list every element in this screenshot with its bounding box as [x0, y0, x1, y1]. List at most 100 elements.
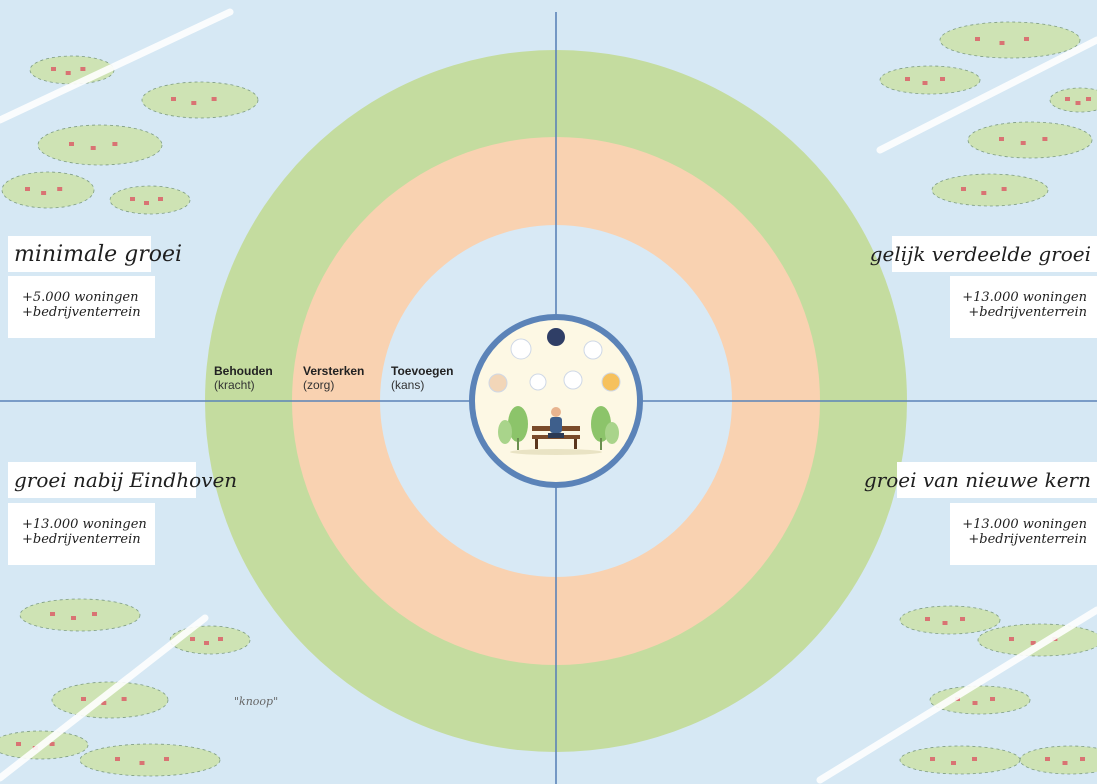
house-icon — [190, 637, 195, 641]
title-card-top-right: gelijk verdeelde groei — [870, 236, 1097, 272]
house-icon — [1045, 757, 1050, 761]
field-patch-icon — [939, 21, 1081, 59]
house-icon — [164, 757, 169, 761]
field-patch-icon — [977, 623, 1097, 657]
house-icon — [69, 142, 74, 146]
thought-bubble-icon — [601, 372, 621, 392]
field-patch-icon — [899, 745, 1021, 775]
house-icon — [121, 697, 127, 701]
ring-label-inner-sub: (kans) — [391, 378, 425, 392]
detail-card-bottom-right: +13.000 woningen +bedrijventerrein — [950, 503, 1097, 565]
scenario-detail-top-left: +5.000 woningen +bedrijventerrein — [22, 290, 141, 320]
thought-bubble-icon — [488, 373, 508, 393]
field-patch-icon — [899, 605, 1001, 635]
tree-icon — [508, 406, 528, 442]
house-icon — [1080, 757, 1085, 761]
thought-bubble-icon — [510, 338, 532, 360]
house-icon — [57, 187, 63, 191]
title-card-top-left: minimale groei — [8, 236, 182, 272]
house-icon — [50, 612, 55, 616]
road-top-left — [0, 8, 234, 124]
tree-trunk — [517, 438, 519, 450]
scenario-title-top-left: minimale groei — [14, 242, 183, 267]
thought-bubble-icon — [583, 340, 603, 360]
house-icon — [80, 67, 86, 71]
ring-label-outer-title: Behouden — [214, 364, 273, 378]
house-icon — [90, 146, 96, 150]
house-icon — [1009, 637, 1014, 641]
house-icon — [1020, 141, 1026, 145]
house-icon — [144, 201, 149, 205]
scenario-title-top-right: gelijk verdeelde groei — [869, 242, 1091, 266]
thought-bubble-icon — [547, 328, 565, 346]
title-card-bottom-left: groei nabij Eindhoven — [8, 462, 237, 498]
ring-label-middle: Versterken (zorg) — [303, 364, 364, 392]
ring-label-middle-title: Versterken — [303, 364, 365, 378]
industrial-top-right: +bedrijventerrein — [968, 305, 1087, 320]
detail-card-bottom-left: +13.000 woningen +bedrijventerrein — [8, 503, 155, 565]
industrial-top-left: +bedrijventerrein — [22, 305, 141, 320]
field-patch-icon — [967, 121, 1093, 159]
scenario-detail-top-right: +13.000 woningen +bedrijventerrein — [962, 290, 1087, 320]
house-icon — [1024, 37, 1029, 41]
house-icon — [130, 197, 135, 201]
house-icon — [41, 191, 47, 195]
house-icon — [975, 37, 980, 41]
house-icon — [1075, 101, 1081, 105]
field-patch-icon — [931, 173, 1049, 207]
housing-count-top-left: +5.000 woningen — [22, 290, 139, 305]
field-patch-icon — [879, 65, 981, 95]
person-head — [551, 407, 561, 417]
house-icon — [999, 41, 1005, 45]
house-icon — [16, 742, 21, 746]
house-icon — [951, 761, 956, 765]
park-bench-illustration — [488, 328, 621, 455]
house-icon — [930, 757, 935, 761]
road-top-right — [876, 36, 1097, 154]
house-icon — [191, 101, 197, 105]
house-icon — [1086, 97, 1091, 101]
housing-count-bottom-left: +13.000 woningen — [22, 517, 147, 532]
thought-bubble-icon — [529, 373, 547, 391]
ring-label-outer-sub: (kracht) — [214, 378, 255, 392]
field-patch-icon — [1, 171, 95, 209]
house-icon — [49, 742, 55, 746]
field-patch-icon — [929, 685, 1031, 715]
ring-label-middle-sub: (zorg) — [303, 378, 335, 392]
house-icon — [218, 637, 223, 641]
house-icon — [905, 77, 910, 81]
ring-label-inner: Toevoegen (kans) — [391, 364, 453, 392]
tree-icon — [605, 422, 619, 444]
house-icon — [1062, 761, 1068, 765]
house-icon — [65, 71, 71, 75]
house-icon — [922, 81, 928, 85]
field-patch-icon — [141, 81, 259, 119]
house-icon — [961, 187, 966, 191]
scenario-detail-bottom-left: +13.000 woningen +bedrijventerrein — [22, 517, 147, 547]
house-icon — [972, 757, 977, 761]
detail-card-top-left: +5.000 woningen +bedrijventerrein — [8, 276, 155, 338]
scenario-title-bottom-right: groei van nieuwe kern — [863, 468, 1091, 492]
center-circle — [469, 314, 643, 488]
ring-label-outer: Behouden (kracht) — [214, 364, 273, 392]
industrial-bottom-left: +bedrijventerrein — [22, 532, 141, 547]
house-icon — [81, 697, 86, 701]
house-icon — [112, 142, 118, 146]
house-icon — [960, 617, 965, 621]
housing-count-bottom-right: +13.000 woningen — [962, 517, 1087, 532]
knoop-annotation: "knoop" — [234, 695, 278, 708]
house-icon — [972, 701, 978, 705]
field-patch-icon — [19, 598, 141, 632]
tree-trunk — [600, 438, 602, 450]
bench-leg — [574, 439, 577, 449]
house-icon — [999, 137, 1004, 141]
house-icon — [171, 97, 176, 101]
house-icon — [51, 67, 56, 71]
house-icon — [25, 187, 30, 191]
scenario-title-bottom-left: groei nabij Eindhoven — [14, 468, 238, 492]
housing-count-top-right: +13.000 woningen — [962, 290, 1087, 305]
house-icon — [1001, 187, 1007, 191]
house-icon — [139, 761, 145, 765]
house-icon — [1042, 137, 1048, 141]
